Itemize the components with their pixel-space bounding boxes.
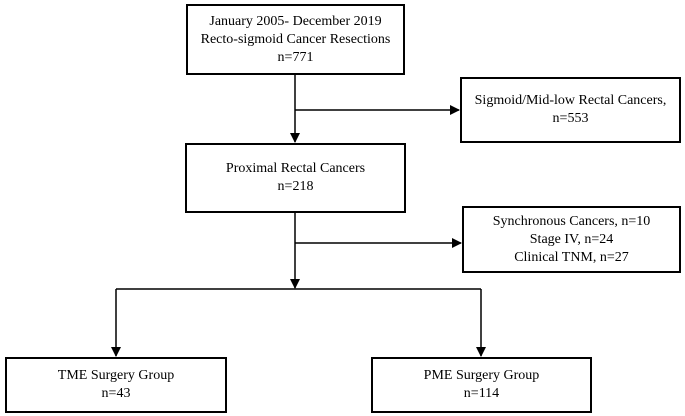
start-line-count: n=771 — [277, 49, 314, 65]
pme-count: n=114 — [463, 386, 500, 401]
tme-group-box: TME Surgery Group n=43 — [5, 357, 227, 413]
proximal-box: Proximal Rectal Cancers n=218 — [185, 143, 406, 213]
start-line-resections: Recto-sigmoid Cancer Resections — [200, 31, 391, 47]
exclusion-1-count: n=553 — [552, 111, 589, 126]
tme-label: TME Surgery Group — [57, 368, 175, 383]
exclusion-2-stage-iv: Stage IV, n=24 — [529, 231, 614, 247]
exclusion-box-1: Sigmoid/Mid-low Rectal Cancers, n=553 — [460, 77, 681, 143]
exclusion-2-synchronous: Synchronous Cancers, n=10 — [492, 213, 651, 229]
start-box: January 2005- December 2019 Recto-sigmoi… — [186, 4, 405, 75]
pme-label: PME Surgery Group — [423, 368, 540, 383]
start-line-period: January 2005- December 2019 — [209, 13, 382, 29]
exclusion-2-clinical-tnm: Clinical TNM, n=27 — [514, 249, 629, 265]
proximal-count: n=218 — [277, 179, 314, 194]
exclusion-1-label: Sigmoid/Mid-low Rectal Cancers, — [474, 93, 667, 108]
exclusion-box-2: Synchronous Cancers, n=10 Stage IV, n=24… — [462, 206, 681, 273]
tme-count: n=43 — [101, 386, 131, 401]
proximal-label: Proximal Rectal Cancers — [225, 161, 366, 176]
pme-group-box: PME Surgery Group n=114 — [371, 357, 592, 413]
